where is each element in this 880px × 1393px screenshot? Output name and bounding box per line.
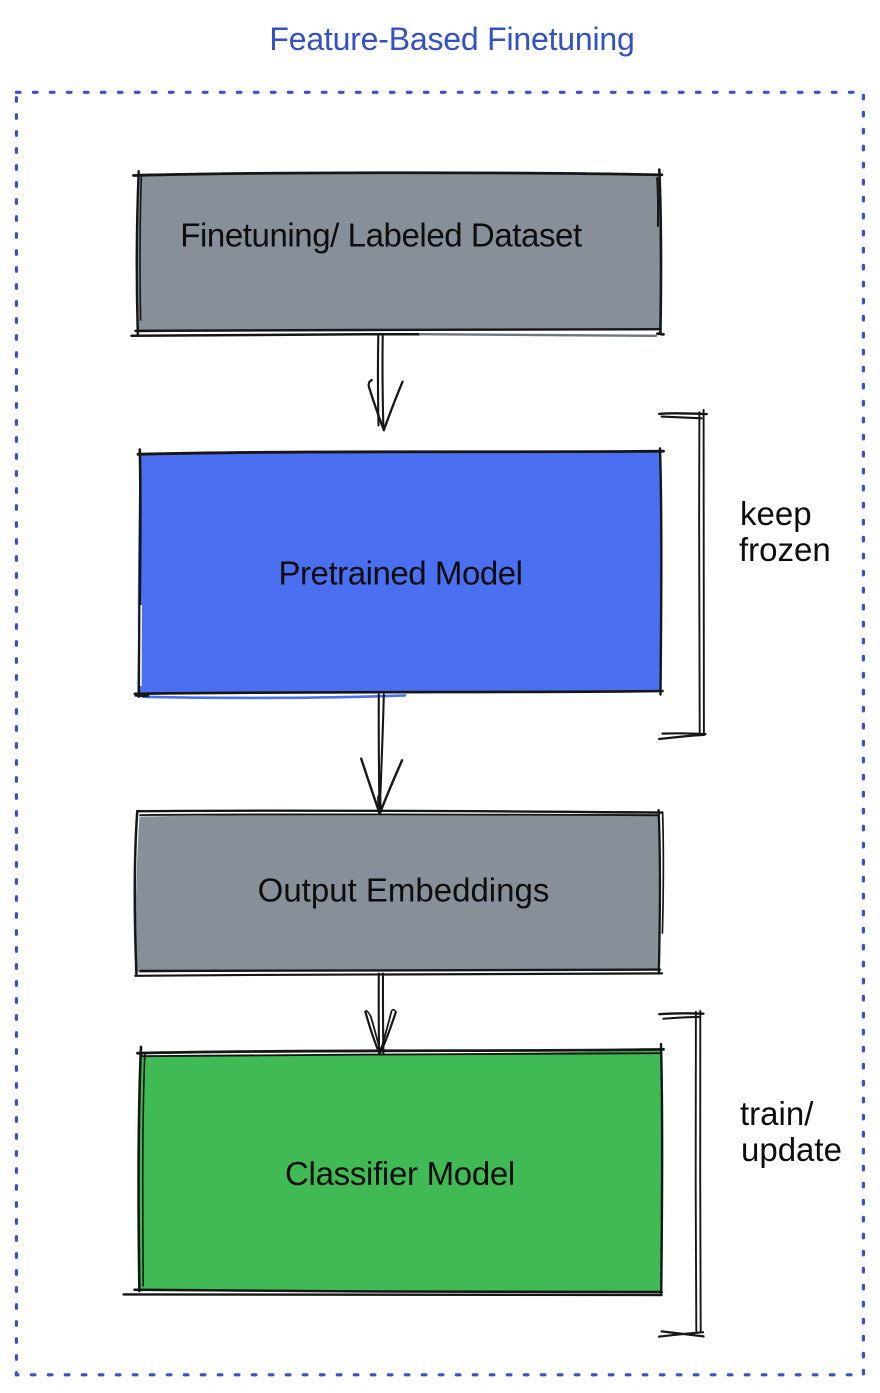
svg-text:train/: train/ — [740, 1095, 814, 1132]
svg-text:Feature-Based Finetuning: Feature-Based Finetuning — [269, 21, 634, 57]
svg-text:Classifier Model: Classifier Model — [285, 1155, 515, 1192]
svg-text:frozen: frozen — [739, 531, 831, 568]
svg-text:Finetuning/ Labeled Dataset: Finetuning/ Labeled Dataset — [180, 217, 582, 254]
svg-text:keep: keep — [740, 495, 812, 532]
svg-text:Pretrained Model: Pretrained Model — [278, 555, 522, 592]
svg-text:update: update — [741, 1131, 842, 1168]
svg-text:Output Embeddings: Output Embeddings — [258, 872, 550, 909]
